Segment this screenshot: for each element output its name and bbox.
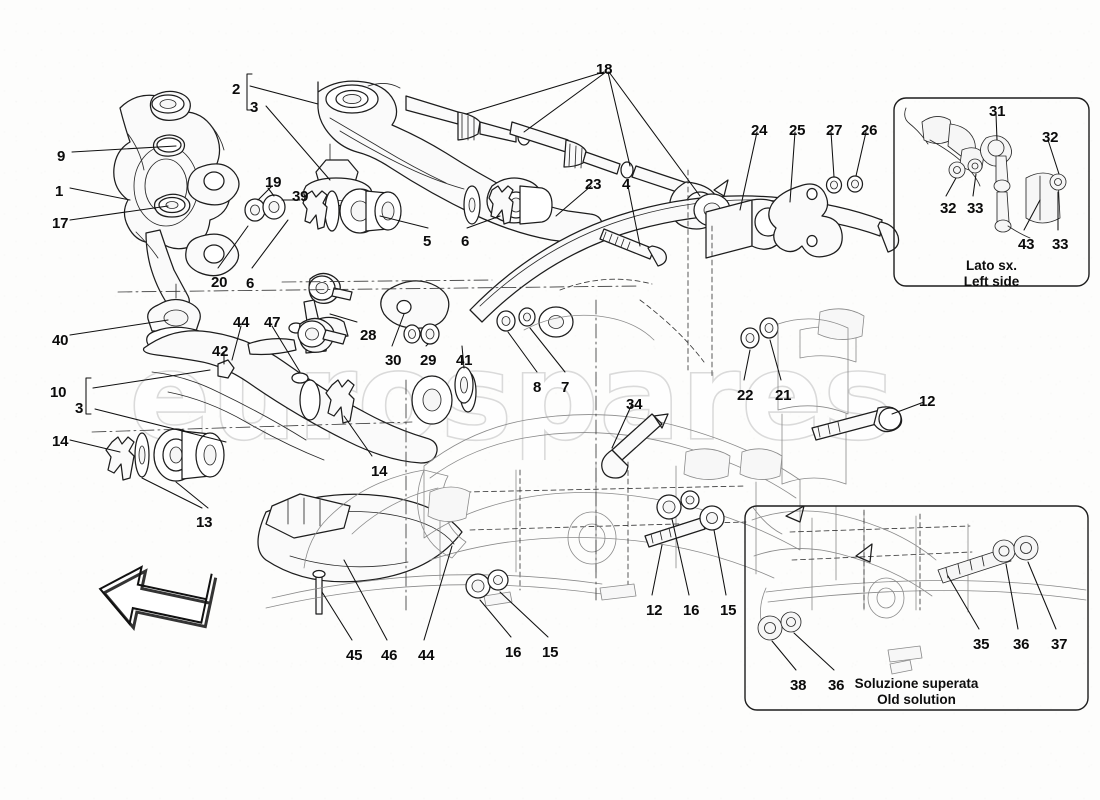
callout-18: 18 xyxy=(596,61,613,78)
callout-13: 13 xyxy=(196,514,213,531)
callout-39: 39 xyxy=(292,188,309,205)
inset-left-side-box xyxy=(893,97,1090,287)
washer-pair-22-21 xyxy=(740,317,779,349)
long-bolt-12 xyxy=(811,406,903,441)
inset-bottom-callout-36a: 36 xyxy=(1013,636,1030,653)
callout-14-left: 14 xyxy=(52,433,69,450)
callout-12-right: 12 xyxy=(919,393,936,410)
callout-10: 10 xyxy=(50,384,67,401)
callout-45: 45 xyxy=(346,647,363,664)
inset-left-callout-33a: 33 xyxy=(967,200,984,217)
callout-3-lower: 3 xyxy=(75,400,84,417)
inset-left-callout-43: 43 xyxy=(1018,236,1035,253)
callout-4: 4 xyxy=(622,176,631,193)
callout-40: 40 xyxy=(52,332,69,349)
callout-27: 27 xyxy=(826,122,843,139)
inset-old-solution-box xyxy=(744,505,1089,711)
inset-bottom-callout-36b: 36 xyxy=(828,677,845,694)
callout-17: 17 xyxy=(52,215,69,232)
link-bracket-30-29-41 xyxy=(380,280,474,404)
front-subframe-structure xyxy=(91,169,865,611)
callout-29: 29 xyxy=(420,352,437,369)
callout-16-left: 16 xyxy=(505,644,522,661)
steering-knuckle-upright xyxy=(113,90,240,311)
inset-bottom-caption-line2: Old solution xyxy=(877,692,956,708)
inset-bottom-caption-line1: Soluzione superata xyxy=(854,676,979,691)
callout-44-lower: 44 xyxy=(418,647,435,664)
inset-left-caption-line2: Left side xyxy=(963,274,1020,290)
forward-direction-arrow xyxy=(98,565,218,632)
callout-9: 9 xyxy=(57,148,66,165)
callout-42: 42 xyxy=(212,343,229,360)
callout-6-left: 6 xyxy=(246,275,255,292)
callout-2: 2 xyxy=(232,81,241,98)
callout-15-centre: 15 xyxy=(720,602,737,619)
inset-left-callout-33b: 33 xyxy=(1052,236,1069,253)
callout-16-centre: 16 xyxy=(683,602,700,619)
callout-25: 25 xyxy=(789,122,806,139)
drop-link-28 xyxy=(297,272,353,353)
upper-arm-bushes xyxy=(302,185,553,234)
callout-28: 28 xyxy=(360,327,377,344)
washer-pair-16-15 xyxy=(465,569,509,599)
callout-1: 1 xyxy=(55,183,64,200)
inset-bottom-caption: Soluzione superata Old solution xyxy=(744,676,1089,709)
callout-23: 23 xyxy=(585,176,602,193)
splash-shield-44 xyxy=(217,316,463,615)
callout-22: 22 xyxy=(737,387,754,404)
stabiliser-bolt-4 xyxy=(599,228,667,267)
washer-pair-8-7 xyxy=(496,307,536,332)
callout-44-upper: 44 xyxy=(233,314,250,331)
callout-47: 47 xyxy=(264,314,281,331)
callout-24: 24 xyxy=(751,122,768,139)
inset-left-callout-32b: 32 xyxy=(940,200,957,217)
inset-left-caption: Lato sx. Left side xyxy=(893,258,1090,291)
callout-7: 7 xyxy=(561,379,570,396)
inset-left-callout-32a: 32 xyxy=(1042,129,1059,146)
inset-left-caption-line1: Lato sx. xyxy=(965,258,1017,273)
callout-5: 5 xyxy=(423,233,432,250)
callout-20: 20 xyxy=(211,274,228,291)
callout-3-upper: 3 xyxy=(250,99,259,116)
callout-15-left: 15 xyxy=(542,644,559,661)
callout-19: 19 xyxy=(265,174,282,191)
inset-bottom-callout-38: 38 xyxy=(790,677,807,694)
callout-12-centre: 12 xyxy=(646,602,663,619)
callout-21: 21 xyxy=(775,387,792,404)
callout-8: 8 xyxy=(533,379,542,396)
leader-lines xyxy=(69,71,925,641)
inset-left-callout-31: 31 xyxy=(989,103,1006,120)
callout-34: 34 xyxy=(626,396,643,413)
callout-46: 46 xyxy=(381,647,398,664)
small-bushes-19-39 xyxy=(244,194,286,222)
inset-bottom-callout-37: 37 xyxy=(1051,636,1068,653)
callout-30: 30 xyxy=(385,352,402,369)
inset-bottom-callout-35: 35 xyxy=(973,636,990,653)
stabiliser-clamp-24 xyxy=(705,175,864,259)
callout-26: 26 xyxy=(861,122,878,139)
callout-14-right: 14 xyxy=(371,463,388,480)
callout-41: 41 xyxy=(456,352,473,369)
callout-6-right: 6 xyxy=(461,233,470,250)
subframe-bolt-34 xyxy=(601,413,669,479)
